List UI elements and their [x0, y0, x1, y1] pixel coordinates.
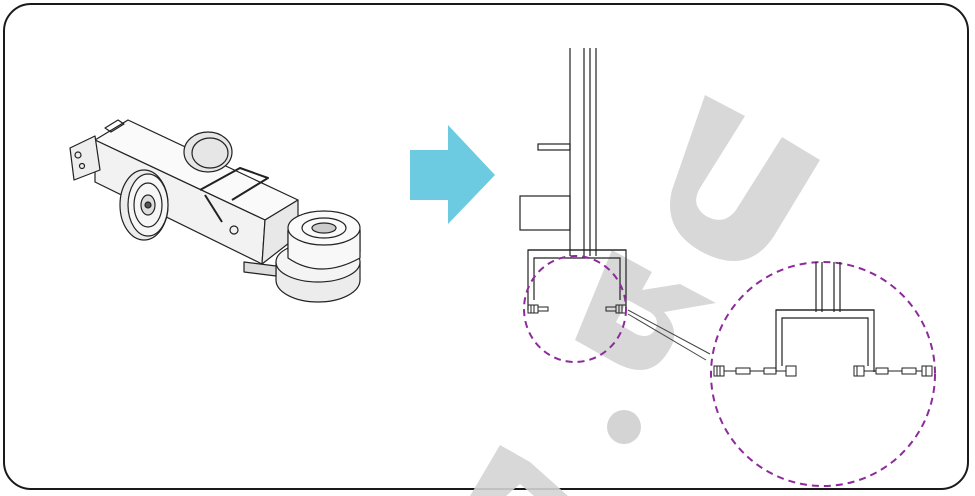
right-arrow-icon: [410, 125, 495, 224]
callout-circle-large: [710, 261, 936, 487]
zoomed-bolt-right: [853, 365, 933, 377]
leader-lines: [627, 309, 711, 361]
watermark: [470, 95, 820, 496]
callout-circle-small: [523, 255, 627, 363]
zoomed-bolt-left: [713, 365, 797, 377]
bolt-left: [527, 304, 549, 314]
diagram-frame: [3, 3, 969, 490]
floor-grinder-machine-icon: [69, 119, 361, 303]
zoomed-detail: [713, 262, 933, 377]
